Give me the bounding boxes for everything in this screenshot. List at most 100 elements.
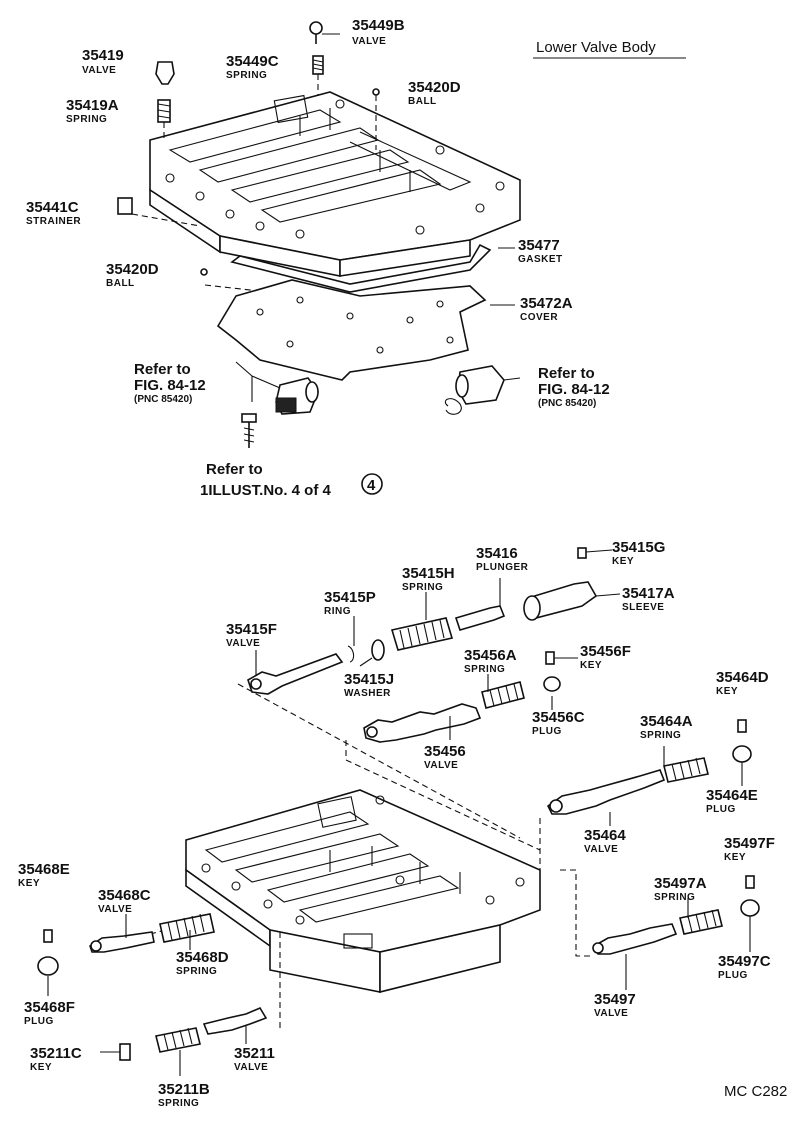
sleeve-35417A-part <box>523 581 621 621</box>
svg-text:35472A: 35472A <box>520 295 573 312</box>
valve-35415F-part <box>247 653 344 695</box>
svg-text:35464E: 35464E <box>706 787 758 804</box>
ball-35420D-top <box>372 88 380 96</box>
lower-valve-body <box>185 789 541 994</box>
cover-35472A <box>216 279 487 381</box>
svg-text:35415G: 35415G <box>612 539 665 556</box>
upper-valve-body <box>149 91 521 277</box>
svg-text:35449C: 35449C <box>226 53 279 70</box>
svg-text:FIG. 84-12: FIG. 84-12 <box>538 381 610 398</box>
svg-text:SPRING: SPRING <box>402 582 443 593</box>
svg-text:35417A: 35417A <box>622 585 675 602</box>
washer-35415J-part <box>371 639 385 661</box>
reference-left: Refer to FIG. 84-12 (PNC 85420) <box>134 361 206 405</box>
svg-text:PLUNGER: PLUNGER <box>476 562 529 573</box>
svg-text:SLEEVE: SLEEVE <box>622 602 664 613</box>
svg-text:35468C: 35468C <box>98 887 151 904</box>
spring-35449C-part <box>312 55 324 96</box>
svg-text:KEY: KEY <box>30 1062 52 1073</box>
svg-text:35456F: 35456F <box>580 643 631 660</box>
plunger-35416-part <box>454 605 506 631</box>
svg-text:35497F: 35497F <box>724 835 775 852</box>
reference-bolt: Refer to 1ILLUST.No. 4 of 4 4 <box>200 461 383 499</box>
reference-right: Refer to FIG. 84-12 (PNC 85420) <box>538 365 610 409</box>
svg-text:35420D: 35420D <box>408 79 461 96</box>
spring-35497A-part <box>679 909 723 935</box>
svg-text:VALVE: VALVE <box>98 904 132 915</box>
svg-text:Refer to: Refer to <box>206 461 263 478</box>
valve-35449B-part <box>309 21 340 44</box>
svg-text:1ILLUST.No. 4 of 4: 1ILLUST.No. 4 of 4 <box>200 482 332 499</box>
svg-text:35456A: 35456A <box>464 647 517 664</box>
svg-text:VALVE: VALVE <box>226 638 260 649</box>
svg-text:KEY: KEY <box>18 878 40 889</box>
svg-text:35456: 35456 <box>424 743 466 760</box>
svg-text:COVER: COVER <box>520 312 558 323</box>
svg-text:35468D: 35468D <box>176 949 229 966</box>
svg-text:(PNC 85420): (PNC 85420) <box>538 398 596 409</box>
svg-text:35468E: 35468E <box>18 861 70 878</box>
svg-text:SPRING: SPRING <box>226 70 267 81</box>
svg-text:FIG. 84-12: FIG. 84-12 <box>134 377 206 394</box>
key-35464D-part <box>737 719 747 733</box>
diagram-title: Lower Valve Body <box>536 39 656 56</box>
svg-text:35464: 35464 <box>584 827 626 844</box>
svg-text:Refer to: Refer to <box>538 365 595 382</box>
svg-text:STRAINER: STRAINER <box>26 216 81 227</box>
svg-text:35456C: 35456C <box>532 709 585 726</box>
svg-text:35415H: 35415H <box>402 565 455 582</box>
svg-text:35415F: 35415F <box>226 621 277 638</box>
svg-text:SPRING: SPRING <box>640 730 681 741</box>
solenoid-left <box>251 375 319 415</box>
plug-35468F-part <box>37 956 59 976</box>
plug-35497C-part <box>740 899 760 917</box>
key-35211C-part <box>119 1043 131 1061</box>
svg-text:(PNC 85420): (PNC 85420) <box>134 394 192 405</box>
svg-text:35211C: 35211C <box>30 1045 82 1062</box>
svg-text:RING: RING <box>324 606 351 617</box>
key-35468E-part <box>43 929 53 943</box>
spring-35415H-part <box>390 617 454 651</box>
svg-text:KEY: KEY <box>724 852 746 863</box>
spring-35211B-part <box>155 1027 201 1053</box>
strainer-35441C-part <box>117 197 201 227</box>
valve-35456-part <box>363 703 482 743</box>
svg-text:KEY: KEY <box>580 660 602 671</box>
svg-text:SPRING: SPRING <box>464 664 505 675</box>
svg-text:Refer to: Refer to <box>134 361 191 378</box>
svg-text:35477: 35477 <box>518 237 560 254</box>
svg-text:35416: 35416 <box>476 545 518 562</box>
svg-text:GASKET: GASKET <box>518 254 563 265</box>
ball-35420D-mid <box>200 268 208 276</box>
svg-text:WASHER: WASHER <box>344 688 391 699</box>
plug-35464E-part <box>732 745 752 763</box>
ring-35415P-part <box>347 645 355 663</box>
svg-text:35464D: 35464D <box>716 669 769 686</box>
spring-35464A-part <box>663 757 709 783</box>
